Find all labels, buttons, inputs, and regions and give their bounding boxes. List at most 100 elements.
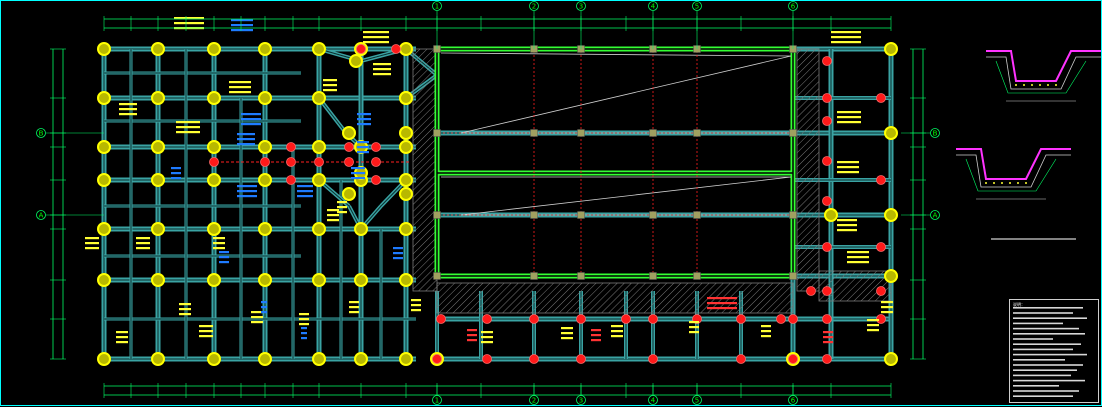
label-text-mark <box>231 19 253 22</box>
label-text-mark <box>591 329 601 332</box>
column-red <box>286 157 296 167</box>
label-text-mark <box>213 242 225 245</box>
label-text-mark <box>116 331 128 334</box>
label-text-mark <box>171 177 181 180</box>
label-text-mark <box>351 172 365 175</box>
column-red <box>371 175 381 185</box>
label-text-mark <box>237 138 255 141</box>
note-line <box>1013 369 1077 371</box>
label-text-mark <box>337 211 347 214</box>
axis-label: 1 <box>435 397 439 405</box>
axis-bubble <box>36 210 46 220</box>
axis-label: 5 <box>695 397 699 405</box>
label-text-mark <box>231 29 253 32</box>
rebar-dot <box>1039 84 1041 86</box>
label-text-mark <box>837 171 859 174</box>
column <box>258 173 272 187</box>
axis-label: A <box>39 212 44 220</box>
label-text-mark <box>867 319 879 322</box>
label-text-mark <box>199 335 213 338</box>
label-text-mark <box>119 103 137 106</box>
label-text-mark <box>481 341 493 344</box>
column-red <box>314 157 324 167</box>
label-text-mark <box>299 318 309 321</box>
column <box>312 140 326 154</box>
column <box>399 126 413 140</box>
wall-hatch <box>818 270 892 302</box>
label-text-mark <box>611 335 623 338</box>
note-line <box>1013 385 1059 387</box>
label-text-mark <box>561 332 573 335</box>
column <box>342 187 356 201</box>
column <box>151 42 165 56</box>
column-red <box>371 142 381 152</box>
label-text-mark <box>327 209 339 212</box>
column-red <box>482 354 492 364</box>
slab-outer <box>434 46 796 279</box>
label-text-mark <box>297 195 313 198</box>
column <box>312 91 326 105</box>
column-red <box>822 156 832 166</box>
label-text-mark <box>881 301 893 304</box>
rebar-dot <box>1009 182 1011 184</box>
column <box>399 187 413 201</box>
label-text-mark <box>199 330 213 333</box>
pile-caps <box>433 45 797 280</box>
column <box>354 352 368 366</box>
note-line <box>1013 379 1085 382</box>
axis-bubble <box>576 395 586 405</box>
column <box>399 222 413 236</box>
column-red <box>344 157 354 167</box>
column-red <box>286 142 296 152</box>
column <box>151 173 165 187</box>
column-red <box>436 314 446 324</box>
label-text-mark <box>847 251 869 254</box>
label-text-mark <box>831 36 861 39</box>
label-text-mark <box>467 329 477 332</box>
axis-bubble <box>930 210 940 220</box>
column-red <box>876 286 886 296</box>
wall-hatch <box>412 48 438 292</box>
label-text-mark <box>171 172 181 175</box>
pile-cap <box>433 129 441 137</box>
rebar-dot <box>1017 182 1019 184</box>
label-text-mark <box>611 330 623 333</box>
axis-bubble <box>692 1 702 11</box>
label-text-mark <box>251 321 263 324</box>
rebar-dot <box>1055 84 1057 86</box>
label-text-mark <box>847 256 869 259</box>
axis-bubble <box>432 1 442 11</box>
beam-labels <box>85 17 893 344</box>
column-red <box>648 354 658 364</box>
label-text-mark <box>327 214 339 217</box>
column-red <box>576 354 586 364</box>
column <box>399 140 413 154</box>
note-line <box>1013 338 1053 340</box>
label-text-mark <box>219 251 229 254</box>
label-text-mark <box>116 341 128 344</box>
column-red <box>876 93 886 103</box>
column <box>884 208 898 222</box>
wall-hatch <box>436 282 794 314</box>
column <box>151 352 165 366</box>
label-text-mark <box>323 89 337 92</box>
column-red <box>822 116 832 126</box>
label-text-mark <box>847 261 869 264</box>
label-text-mark <box>689 331 699 334</box>
label-text-mark <box>229 81 251 84</box>
column <box>258 91 272 105</box>
section-profile <box>956 148 1071 180</box>
label-text-mark <box>357 141 369 144</box>
column <box>151 273 165 287</box>
label-text-mark <box>301 332 307 335</box>
rebar-dot <box>1047 84 1049 86</box>
label-text-mark <box>337 206 347 209</box>
axis-bubble <box>648 1 658 11</box>
label-text-mark <box>837 111 861 114</box>
label-text-mark <box>237 143 255 146</box>
column-red <box>788 314 798 324</box>
pile-cap <box>693 211 701 219</box>
label-text-mark <box>467 334 477 337</box>
label-text-mark <box>881 311 893 314</box>
column <box>97 42 111 56</box>
